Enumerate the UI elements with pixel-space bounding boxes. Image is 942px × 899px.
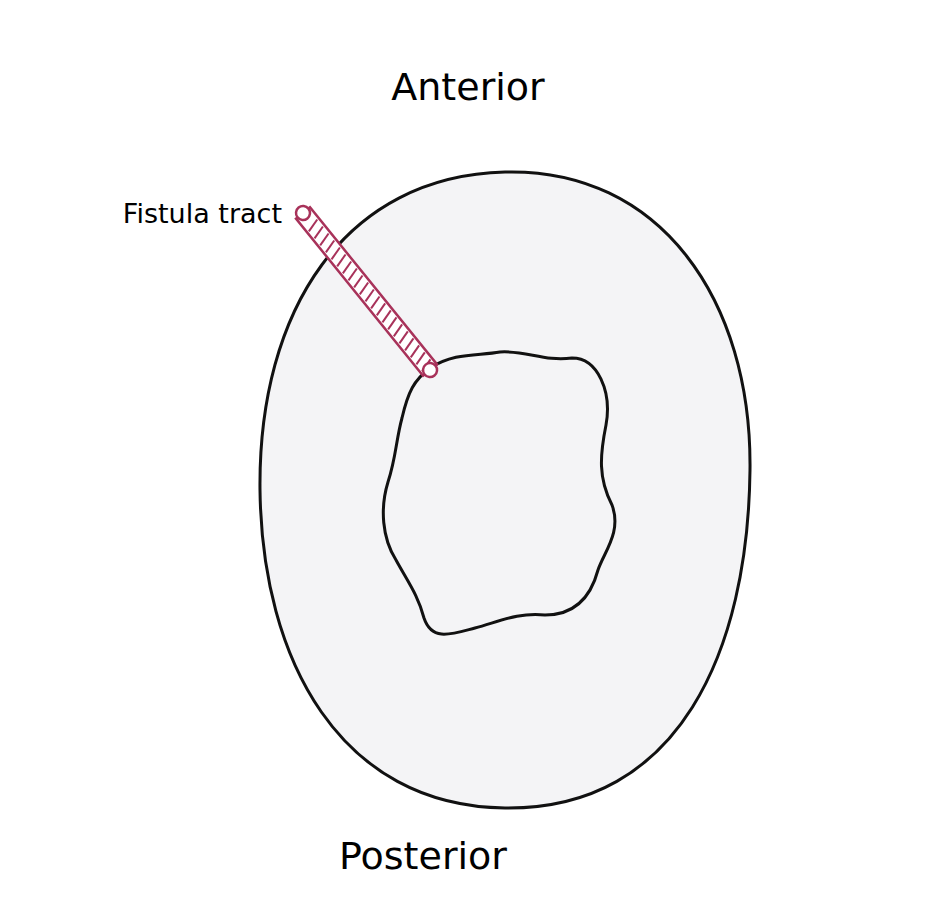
orientation-label: Anterior [391, 67, 544, 109]
hatch-stroke [323, 240, 336, 252]
hatch-stroke [329, 247, 342, 259]
hatch-stroke [312, 226, 325, 238]
hatch-stroke [318, 233, 331, 245]
hatch-stroke [352, 275, 365, 287]
orientation-label: Posterior [339, 836, 507, 878]
hatch-stroke [340, 261, 353, 273]
hatch-stroke [408, 345, 421, 357]
hatch-stroke [380, 310, 393, 322]
hatch-stroke [346, 268, 359, 280]
hatch-stroke [369, 296, 382, 308]
outer-wall [260, 172, 750, 808]
hatch-stroke [357, 282, 370, 294]
hatch-stroke [306, 219, 319, 231]
hatch-stroke [363, 289, 376, 301]
hatch-stroke [374, 303, 387, 315]
hatch-stroke [335, 254, 348, 266]
hatch-stroke [386, 317, 399, 329]
fistula-tract [292, 202, 442, 381]
hatch-stroke [391, 324, 404, 336]
hatch-stroke [414, 352, 427, 364]
lumen [383, 352, 615, 634]
hatch-stroke [397, 331, 410, 343]
part-label: Fistula tract [123, 199, 282, 229]
hatch-stroke [403, 338, 416, 350]
